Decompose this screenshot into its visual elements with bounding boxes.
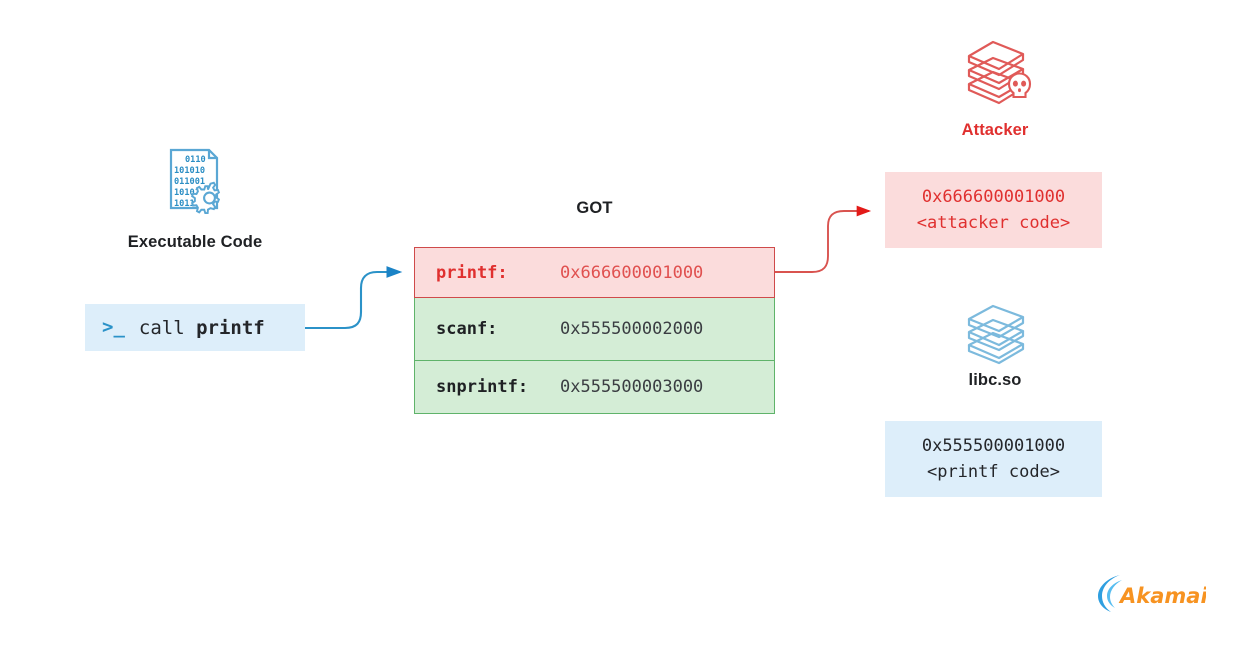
attacker-code-contents: <attacker code>: [916, 213, 1071, 233]
call-instruction: call printf: [139, 317, 265, 339]
got-symbol: snprintf:: [436, 377, 529, 397]
got-title: GOT: [576, 199, 613, 217]
arrow-got-to-attacker: [775, 205, 872, 273]
svg-text:Akamai: Akamai: [1118, 584, 1206, 608]
got-symbol: printf:: [436, 262, 508, 283]
svg-text:10101: 10101: [174, 188, 200, 198]
libc-label: libc.so: [968, 371, 1022, 389]
stack-icon: [963, 302, 1029, 366]
akamai-swoosh-icon: [1098, 575, 1122, 612]
svg-text:101010: 101010: [174, 166, 205, 176]
svg-text:0110: 0110: [185, 155, 206, 165]
binary-file-gear-icon: 0110 101010 011001 10101 1011: [163, 146, 237, 218]
libc-code-address: 0x555500001000: [921, 435, 1066, 456]
attacker-code-address: 0x666600001000: [921, 186, 1066, 207]
terminal-prompt-icon: >_: [102, 316, 125, 338]
attacker-label: Attacker: [961, 121, 1029, 139]
got-symbol: scanf:: [436, 319, 498, 339]
table-row: printf: 0x666600001000: [414, 247, 775, 298]
got-address: 0x666600001000: [560, 262, 704, 283]
arrow-call-to-got: [305, 266, 403, 330]
table-row: scanf: 0x555500002000: [414, 298, 775, 361]
call-printf-code-box: >_ call printf: [85, 304, 305, 351]
stack-skull-icon: [957, 36, 1035, 116]
akamai-logo: Akamai: [1096, 572, 1208, 614]
got-table: printf: 0x666600001000 scanf: 0x55550000…: [414, 247, 775, 414]
svg-text:011001: 011001: [174, 177, 205, 187]
got-address: 0x555500003000: [560, 377, 704, 397]
call-keyword: call: [138, 316, 197, 339]
got-address: 0x555500002000: [560, 319, 704, 339]
table-row: snprintf: 0x555500003000: [414, 361, 775, 414]
libc-code-contents: <printf code>: [926, 462, 1061, 482]
call-target-symbol: printf: [196, 316, 265, 339]
svg-text:1011: 1011: [174, 199, 195, 209]
executable-code-label: Executable Code: [127, 233, 263, 251]
libc-code-box: 0x555500001000 <printf code>: [885, 421, 1102, 497]
attacker-code-box: 0x666600001000 <attacker code>: [885, 172, 1102, 248]
